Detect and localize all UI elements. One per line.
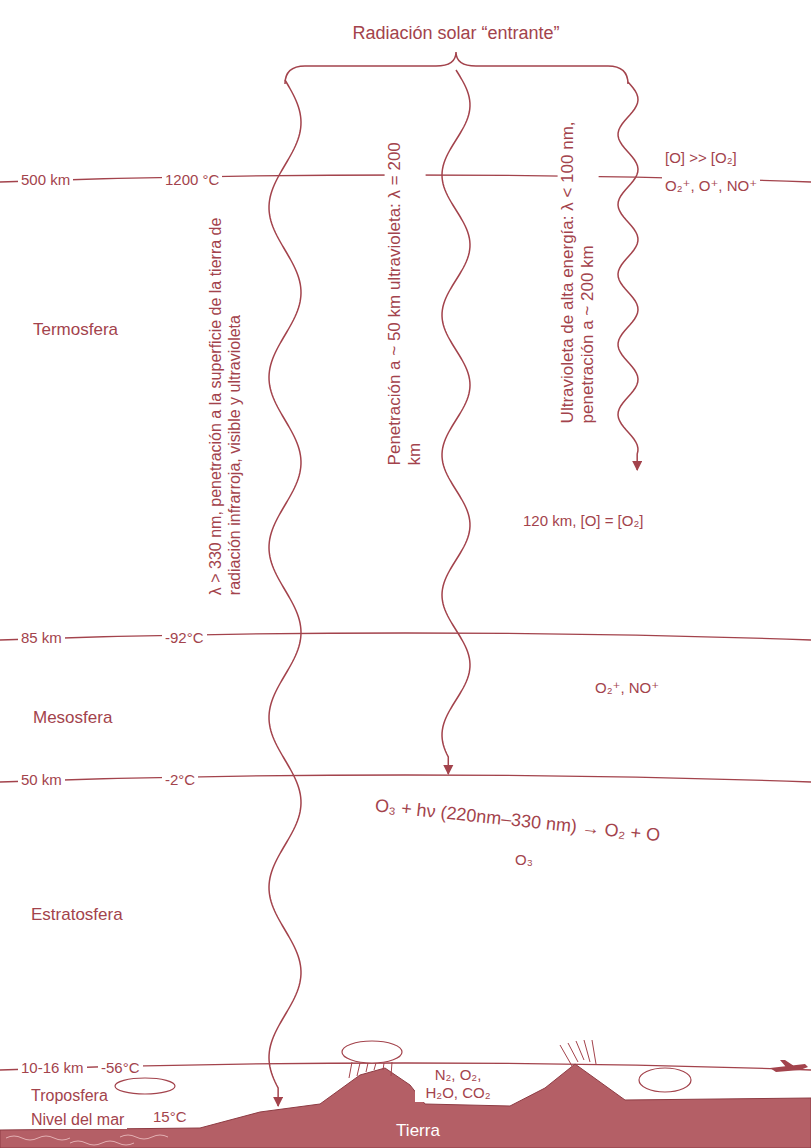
chemistry-note: O₃ (512, 851, 536, 869)
layer-name: Estratosfera (28, 905, 126, 925)
altitude-label: 50 km (18, 771, 65, 789)
altitude-label: 10-16 km (18, 1059, 87, 1077)
chemistry-note: [O] >> [O₂] (662, 149, 740, 167)
sea-waves (6, 1135, 168, 1145)
radiation-note: Penetración a ~ 50 km ultravioleta: λ = … (385, 132, 426, 468)
title-label: Radiación solar “entrante” (350, 23, 563, 45)
rain-cloud (342, 1041, 402, 1063)
radiation-wave (618, 82, 638, 470)
chemistry-note: O₂⁺, NO⁺ (592, 679, 662, 697)
cloud (639, 1068, 691, 1092)
temperature-label: -56°C (98, 1059, 143, 1077)
layer-boundary (0, 633, 811, 640)
altitude-label: 85 km (18, 629, 65, 647)
layer-boundary (0, 775, 811, 782)
radiation-note: Ultravioleta de alta energía: λ < 100 nm… (558, 90, 599, 426)
earth-region: Tierra (388, 1119, 448, 1143)
chemistry-note: O₂⁺, O⁺, NO⁺ (662, 177, 760, 195)
chemistry-note: 120 km, [O] = [O₂] (520, 512, 646, 530)
radiation-wave (442, 70, 470, 774)
region-label: Tierra (396, 1121, 440, 1141)
rain (349, 1062, 392, 1078)
radiation-note: λ > 330 nm, penetración a la superficie … (206, 192, 244, 598)
chemistry-note: N₂, O₂, H₂O, CO₂ (415, 1066, 501, 1102)
temperature-label: 1200 °C (162, 171, 222, 189)
brace (285, 52, 628, 84)
airplane (770, 1060, 808, 1072)
temperature-label: -92°C (162, 629, 207, 647)
cloud (115, 1078, 175, 1094)
layer-name: Mesosfera (30, 708, 115, 728)
sea-level-label: Nivel del mar (28, 1110, 127, 1129)
reaction-label: O₃ + hν (220nm–330 nm) → O₂ + O (371, 795, 664, 847)
hatched-plume (560, 1040, 596, 1066)
altitude-label: 500 km (18, 171, 73, 189)
radiation-wave (269, 80, 301, 1106)
temperature-label: 15°C (150, 1108, 190, 1126)
layer-name: Troposfera (28, 1086, 111, 1105)
layer-name: Termosfera (30, 320, 121, 340)
temperature-label: -2°C (162, 771, 198, 789)
